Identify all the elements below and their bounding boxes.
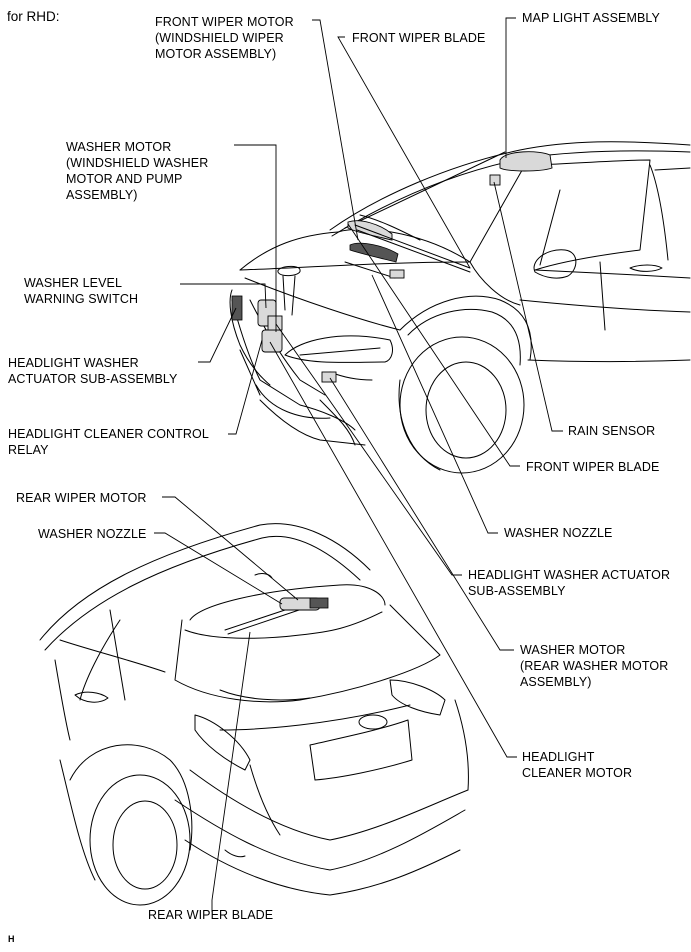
label-front-wiper-blade-right: FRONT WIPER BLADE — [526, 460, 660, 474]
label-headlight-washer-actuator-right: HEADLIGHT WASHER ACTUATOR SUB-ASSEMBLY — [468, 568, 671, 598]
label-washer-level-warning-switch: WASHER LEVEL WARNING SWITCH — [24, 276, 139, 306]
footer-mark: H — [8, 934, 15, 944]
label-headlight-washer-actuator-left: HEADLIGHT WASHER ACTUATOR SUB-ASSEMBLY — [8, 356, 178, 386]
label-washer-motor-rear: WASHER MOTOR (REAR WASHER MOTOR ASSEMBLY… — [520, 643, 669, 689]
diagram-header: for RHD: — [7, 9, 60, 24]
label-rear-wiper-motor: REAR WIPER MOTOR — [16, 491, 147, 505]
label-front-wiper-blade-top: FRONT WIPER BLADE — [352, 31, 486, 45]
label-washer-nozzle-front: WASHER NOZZLE — [504, 526, 613, 540]
label-washer-motor-front: WASHER MOTOR (WINDSHIELD WASHER MOTOR AN… — [66, 140, 209, 202]
leader-lines — [154, 17, 563, 912]
label-washer-nozzle-rear: WASHER NOZZLE — [38, 527, 147, 541]
label-map-light-assembly: MAP LIGHT ASSEMBLY — [522, 11, 660, 25]
front-vehicle-illustration — [229, 141, 691, 474]
label-headlight-cleaner-motor: HEADLIGHT CLEANER MOTOR — [522, 750, 633, 780]
label-rear-wiper-blade: REAR WIPER BLADE — [148, 908, 274, 922]
rear-vehicle-illustration — [39, 523, 469, 906]
label-rain-sensor: RAIN SENSOR — [568, 424, 656, 438]
label-headlight-cleaner-control-relay: HEADLIGHT CLEANER CONTROL RELAY — [8, 427, 209, 457]
label-front-wiper-motor: FRONT WIPER MOTOR (WINDSHIELD WIPER MOTO… — [155, 15, 294, 61]
